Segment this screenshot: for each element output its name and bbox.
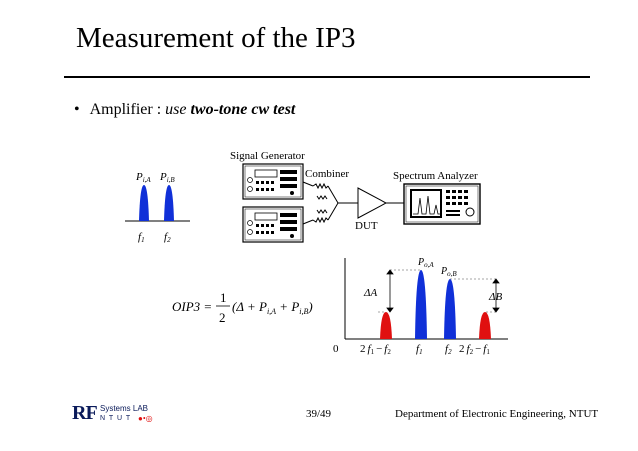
signal-generator-1 — [242, 163, 304, 200]
output-pb-label: Po,B — [440, 266, 457, 278]
spectrum-analyzer — [403, 183, 481, 225]
delta-b-label: ΔB — [488, 291, 502, 303]
combiner-label: Combiner — [305, 168, 349, 180]
slide-title: Measurement of the IP3 — [76, 22, 356, 54]
input-tone-b-label: Pi,B — [159, 171, 175, 184]
combiner — [302, 181, 358, 225]
output-origin-label: 0 — [333, 343, 339, 355]
input-tone-b-peak — [164, 185, 174, 221]
delta-a-label: ΔA — [363, 287, 377, 299]
logo-rf: RF — [72, 402, 98, 424]
oip3-formula: OIP3 = 1 2 (Δ + Pi,A + Pi,B) — [172, 290, 313, 325]
delta-b-arrow — [492, 278, 500, 313]
bullet-emphasis: two-tone cw test — [190, 101, 296, 118]
formula-lhs: OIP3 = — [172, 299, 212, 314]
output-pa-label: Po,A — [417, 257, 434, 269]
department-footer: Department of Electronic Engineering, NT… — [395, 408, 599, 420]
input-f2-label: f2 — [164, 231, 171, 244]
formula-numerator: 1 — [220, 290, 227, 305]
logo-systems-lab: Systems LAB — [100, 404, 149, 413]
formula-denominator: 2 — [219, 310, 226, 325]
input-tone-a-label: Pi,A — [135, 171, 151, 184]
bullet-amplifier: • Amplifier : use two-tone cw test — [74, 101, 295, 119]
input-tone-a-peak — [139, 185, 149, 221]
signal-generator-label: Signal Generator — [230, 150, 305, 162]
fundamental-f1-peak — [415, 270, 427, 339]
input-spectrum: Pi,A Pi,B f1 f2 — [125, 171, 190, 244]
dut-amplifier — [357, 187, 388, 219]
bullet-italic: use — [165, 101, 191, 118]
bullet-prefix: Amplifier : — [89, 101, 166, 118]
logo-dots: ●•◎ — [138, 414, 153, 423]
tick-f1: f1 — [416, 343, 423, 356]
bullet-dot: • — [74, 101, 80, 118]
delta-a-arrow — [386, 269, 394, 313]
im3-high-peak — [479, 312, 491, 339]
tick-f2: f2 — [445, 343, 452, 356]
fundamental-f2-peak — [444, 279, 456, 339]
title-divider — [64, 76, 590, 78]
page-number: 39/49 — [306, 408, 332, 420]
dut-label: DUT — [355, 220, 378, 232]
spectrum-analyzer-label: Spectrum Analyzer — [393, 170, 478, 182]
input-f1-label: f1 — [138, 231, 145, 244]
formula-body: (Δ + Pi,A + Pi,B) — [232, 299, 313, 316]
logo-ntut: N T U T — [100, 415, 132, 422]
im3-low-peak — [380, 312, 392, 339]
signal-generator-2 — [242, 206, 304, 243]
